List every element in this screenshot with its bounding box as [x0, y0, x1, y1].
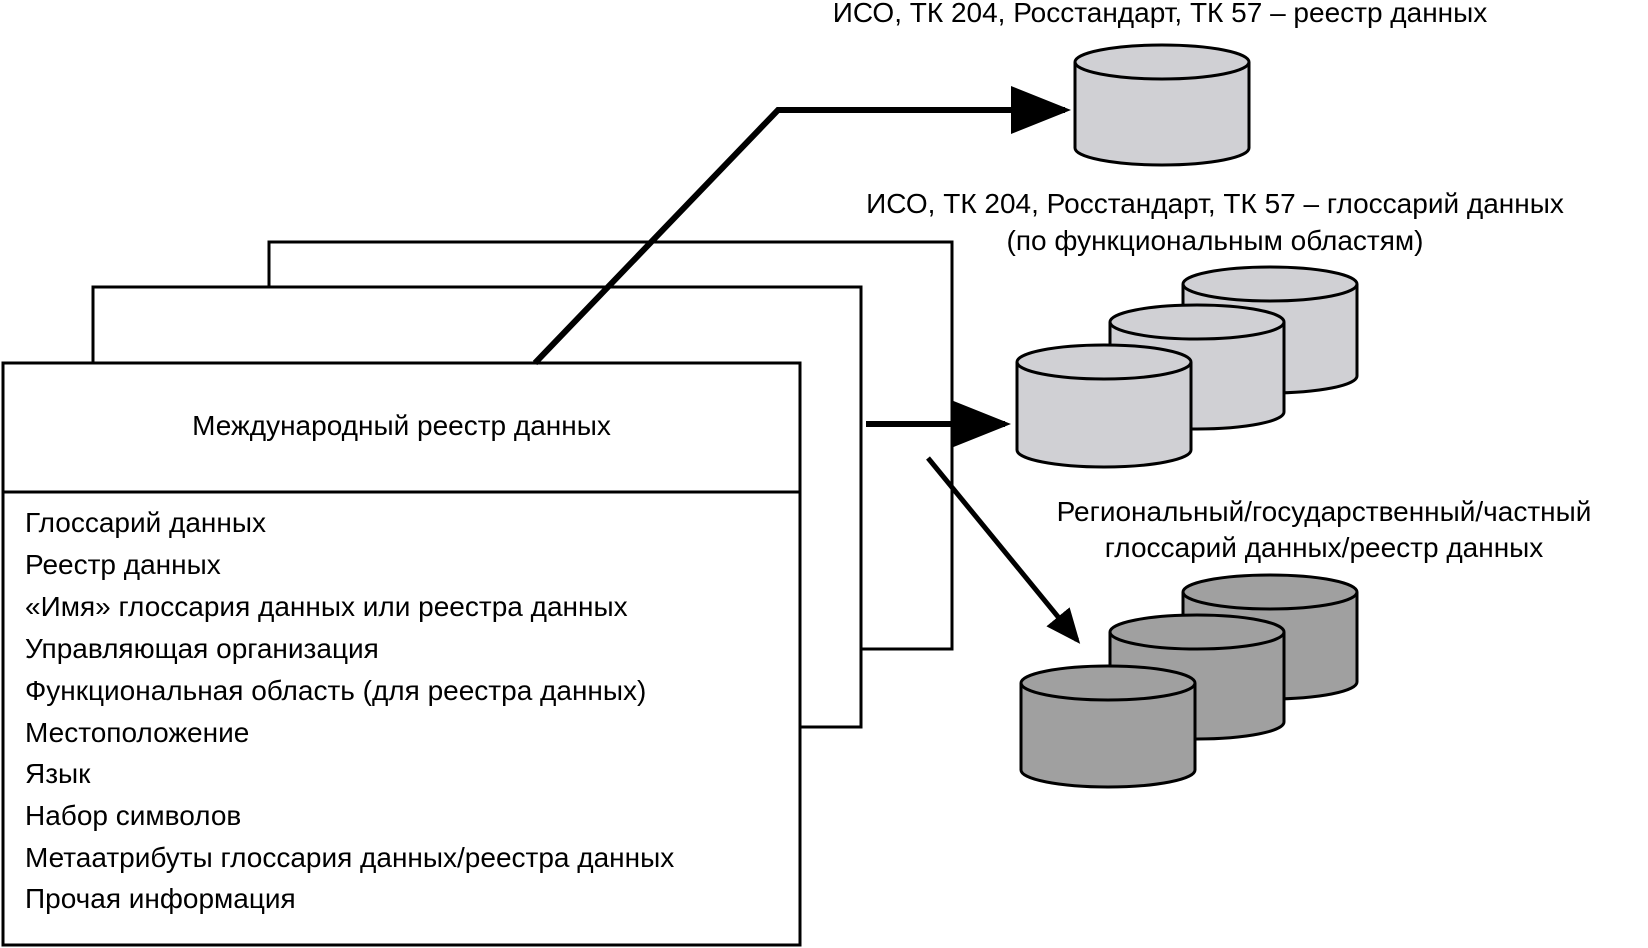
field-item: Местоположение	[25, 717, 250, 748]
glossary-label-line1: ИСО, ТК 204, Росстандарт, ТК 57 – глосса…	[866, 188, 1564, 219]
regional-label-line1: Региональный/государственный/частный	[1056, 496, 1592, 527]
glossary-label-line2: (по функциональным областям)	[1006, 225, 1424, 256]
field-item: Набор символов	[25, 800, 242, 831]
arrow-to-registry	[532, 86, 1071, 366]
field-item: Управляющая организация	[25, 633, 379, 664]
registry-cylinder	[1073, 43, 1251, 167]
main-card	[1, 361, 802, 947]
field-item: Функциональная область (для реестра данн…	[25, 675, 647, 706]
field-item: Метаатрибуты глоссария данных/реестра да…	[25, 842, 675, 873]
regional-cylinder-middle	[1108, 613, 1286, 741]
regional-cylinder-front	[1019, 664, 1197, 789]
arrow-to-regional	[926, 456, 1081, 644]
regional-label-line2: глоссарий данных/реестр данных	[1104, 532, 1544, 563]
field-item: Глоссарий данных	[25, 507, 266, 538]
glossary-cylinder-front	[1015, 343, 1193, 469]
registry-label: ИСО, ТК 204, Росстандарт, ТК 57 – реестр…	[832, 0, 1488, 28]
field-item: Язык	[25, 758, 91, 789]
field-item: Прочая информация	[25, 883, 296, 914]
field-item: «Имя» глоссария данных или реестра данны…	[25, 591, 628, 622]
main-card-title: Международный реестр данных	[192, 410, 611, 441]
field-item: Реестр данных	[25, 549, 221, 580]
